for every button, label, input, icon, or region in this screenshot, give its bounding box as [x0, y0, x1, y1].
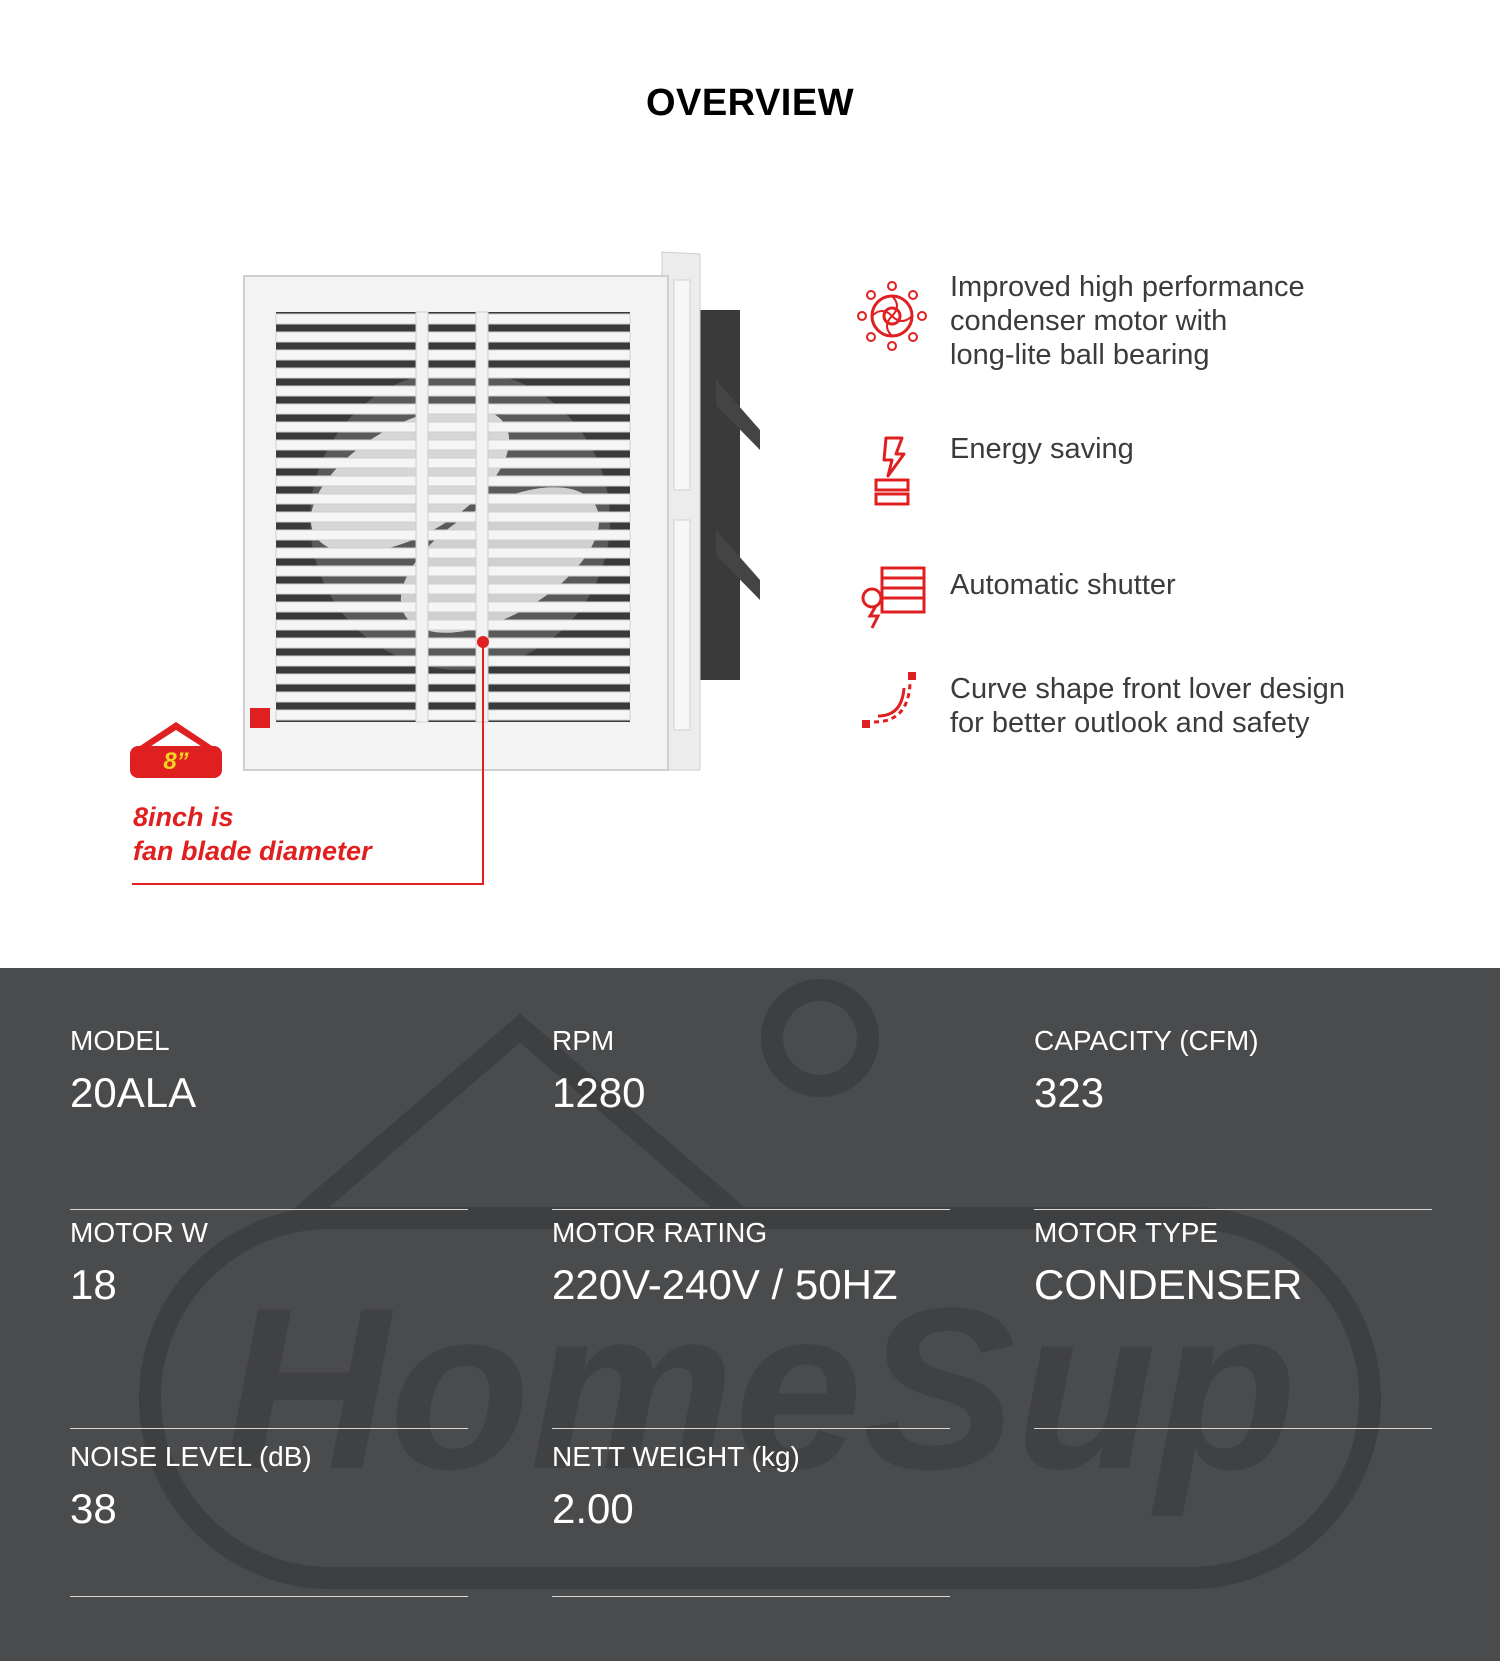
curve-icon: [862, 672, 916, 728]
shutter-icon: [861, 566, 926, 629]
spec-noise-level: NOISE LEVEL (dB) 38: [70, 1440, 468, 1597]
spec-label: MOTOR W: [70, 1217, 208, 1248]
feature-text: Curve shape front lover design for bette…: [950, 672, 1345, 740]
spec-divider: [70, 1209, 468, 1210]
spec-label: CAPACITY (CFM): [1034, 1025, 1259, 1056]
spec-divider: [70, 1428, 468, 1429]
spec-value: 38: [70, 1485, 117, 1532]
fan-size-badge: 8”: [128, 720, 224, 778]
spec-value: 2.00: [552, 1485, 634, 1532]
feature-line: Curve shape front lover design: [950, 673, 1345, 705]
spec-divider: [552, 1428, 950, 1429]
feature-text: Energy saving: [950, 432, 1134, 466]
page-title: OVERVIEW: [645, 82, 855, 124]
spec-value: 220V-240V / 50HZ: [552, 1261, 898, 1308]
spec-label: MOTOR RATING: [552, 1217, 768, 1248]
motor-icon: [857, 281, 927, 351]
product-section: 8” 8inch is fan blade diameter: [0, 230, 800, 910]
fan-size-label: 8”: [163, 748, 189, 775]
spec-label: RPM: [552, 1025, 615, 1056]
feature-text: Improved high performance condenser moto…: [950, 270, 1305, 372]
energy-icon: [874, 436, 910, 506]
spec-rpm: RPM 1280: [552, 1024, 950, 1210]
spec-divider: [70, 1596, 468, 1597]
spec-divider: [1034, 1428, 1432, 1429]
spec-divider: [552, 1209, 950, 1210]
diameter-note-line: fan blade diameter: [133, 836, 372, 866]
spec-nett-weight: NETT WEIGHT (kg) 2.00: [552, 1440, 950, 1597]
spec-label: MOTOR TYPE: [1034, 1217, 1219, 1248]
spec-capacity: CAPACITY (CFM) 323: [1034, 1024, 1432, 1210]
spec-value: CONDENSER: [1034, 1261, 1303, 1308]
spec-divider: [552, 1596, 950, 1597]
feature-line: for better outlook and safety: [950, 707, 1310, 739]
house-badge-icon: [130, 722, 222, 778]
spec-label: NETT WEIGHT (kg): [552, 1441, 800, 1472]
feature-line: Energy saving: [950, 433, 1134, 465]
diameter-note: 8inch is fan blade diameter: [133, 800, 372, 868]
feature-line: condenser motor with: [950, 305, 1228, 337]
feature-text: Automatic shutter: [950, 568, 1176, 602]
feature-line: long-lite ball bearing: [950, 339, 1210, 371]
watermark-text: HomeSup: [223, 1260, 1296, 1517]
specifications-panel: HomeSup MODEL 20ALA RPM 1280 CAPACITY (C…: [0, 968, 1500, 1661]
spec-label: NOISE LEVEL (dB): [70, 1441, 312, 1472]
spec-divider: [1034, 1209, 1432, 1210]
exhaust-fan-image: [132, 251, 760, 885]
spec-motor-rating: MOTOR RATING 220V-240V / 50HZ: [552, 1216, 950, 1429]
spec-motor-w: MOTOR W 18: [70, 1216, 468, 1429]
homesup-watermark-logo: HomeSup: [139, 979, 1381, 1589]
feature-line: Automatic shutter: [950, 569, 1176, 601]
spec-value: 20ALA: [70, 1069, 197, 1116]
spec-value: 18: [70, 1261, 117, 1308]
spec-value: 1280: [552, 1069, 646, 1116]
diameter-note-line: 8inch is: [133, 802, 234, 832]
spec-label: MODEL: [70, 1025, 170, 1056]
spec-model: MODEL 20ALA: [70, 1024, 468, 1210]
spec-value: 323: [1034, 1069, 1105, 1116]
feature-line: Improved high performance: [950, 271, 1305, 303]
spec-motor-type: MOTOR TYPE CONDENSER: [1034, 1216, 1432, 1429]
